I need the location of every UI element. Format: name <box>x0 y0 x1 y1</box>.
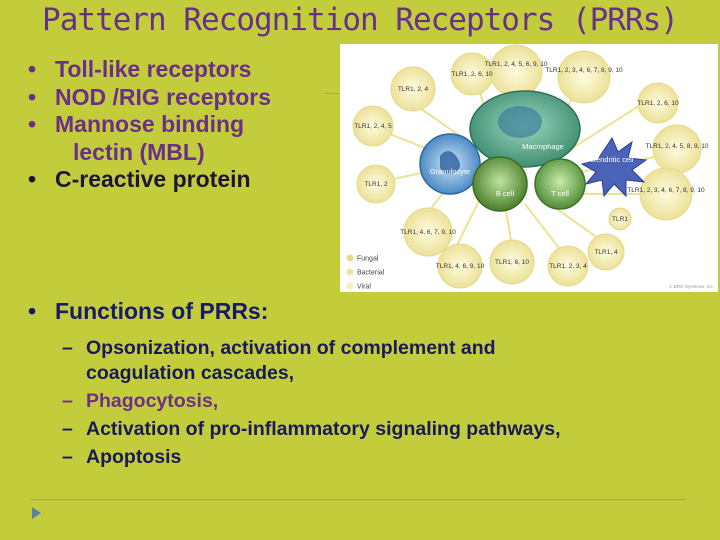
bullet-icon: • <box>28 56 37 82</box>
legend-swatch <box>346 268 354 276</box>
legend-label: Fungal <box>357 256 379 263</box>
dash-icon: – <box>62 337 73 359</box>
t-cell-shape <box>534 158 586 210</box>
functions-heading-text: Functions of PRRs: <box>55 298 269 324</box>
divider-line <box>30 499 685 500</box>
tlr-label: TLR1, 4, 6, 9, 10 <box>436 263 485 270</box>
legend-label: Bacterial <box>357 270 385 277</box>
tlr-label: TLR1, 2, 3, 4, 6, 7, 8, 9, 10 <box>545 67 623 74</box>
figure-copyright: © BRG Synthesis, Inc. <box>669 283 714 289</box>
sub-list-text: Activation of pro-inflammatory signaling… <box>86 418 561 440</box>
list-item-text: lectin (MBL) <box>73 138 205 165</box>
functions-list: –Opsonization, activation of complement … <box>62 337 561 471</box>
sub-list-item: –Activation of pro-inflammatory signalin… <box>62 415 561 443</box>
bullet-icon: • <box>28 111 37 137</box>
figure-cell-label: Granulocyte <box>430 167 470 176</box>
legend-swatch <box>346 282 354 290</box>
tlr-label: TLR1 <box>612 216 628 223</box>
tlr-label: TLR1, 2, 4, 5, 6, 9, 10 <box>485 61 548 68</box>
tlr-label: TLR1, 2, 6, 10 <box>451 71 493 78</box>
list-item-text: NOD /RIG receptors <box>55 83 271 110</box>
tlr-label: TLR1, 2 <box>364 181 388 188</box>
tlr-label: TLR1, 2, 4, 5 <box>354 123 392 130</box>
receptor-list: • Toll-like receptors • NOD /RIG receptors… <box>28 56 271 194</box>
tlr-label: TLR1, 4 <box>594 249 618 256</box>
tlr-label: TLR1, 2, 6, 10 <box>637 100 679 107</box>
bullet-icon: • <box>28 166 37 192</box>
dash-icon: – <box>62 418 73 440</box>
slide-title: Pattern Recognition Receptors (PRRs) <box>42 2 679 38</box>
list-item-continuation: lectin (MBL) <box>28 139 271 167</box>
dash-icon: – <box>62 390 73 412</box>
b-cell-shape <box>472 156 528 212</box>
dendritic-cell-shape <box>580 136 648 198</box>
sub-list-text: coagulation cascades, <box>86 362 295 384</box>
list-item: • Mannose binding <box>28 111 271 139</box>
sub-list-text: Apoptosis <box>86 446 182 468</box>
sub-list-text: Phagocytosis, <box>86 390 219 412</box>
list-item: • C-reactive protein <box>28 166 271 194</box>
sub-list-item: –Opsonization, activation of complement … <box>62 337 561 359</box>
dash-icon: – <box>62 446 73 468</box>
functions-heading: • Functions of PRRs: <box>28 298 268 325</box>
list-item: • Toll-like receptors <box>28 56 271 84</box>
tlr-label: TLR1, 2, 4, 5, 8, 9, 10 <box>646 143 709 150</box>
tlr-label: TLR1, 2, 3, 4, 6, 7, 8, 9, 10 <box>627 187 705 194</box>
list-item-text: Mannose binding <box>55 111 245 137</box>
legend-swatch <box>346 254 354 262</box>
list-item-text: C-reactive protein <box>55 166 251 192</box>
list-item: • NOD /RIG receptors <box>28 84 271 112</box>
tlr-label: TLR1, 2, 3, 4 <box>549 263 587 270</box>
tlr-cell-figure: Macrophage Dendritic cell Granulocyte B … <box>340 44 718 292</box>
figure-cell-label: T cell <box>551 189 569 198</box>
sub-list-text: Opsonization, activation of complement a… <box>86 337 496 359</box>
bullet-icon: • <box>28 83 37 110</box>
sub-list-item: –Phagocytosis, <box>62 387 561 415</box>
tlr-label: TLR1, 2, 4 <box>398 86 429 93</box>
legend-label: Viral <box>357 284 371 291</box>
figure-cell-label: Dendritic cell <box>591 155 634 164</box>
sub-list-item-continuation: coagulation cascades, <box>62 359 561 387</box>
figure-cell-label: Macrophage <box>522 142 564 151</box>
tlr-label: TLR1, 4, 6, 7, 9, 10 <box>400 229 456 236</box>
play-arrow-icon <box>32 507 41 519</box>
sub-list-item: –Apoptosis <box>62 443 561 471</box>
list-item-text: Toll-like receptors <box>55 56 252 82</box>
bullet-icon: • <box>28 298 37 324</box>
tlr-label: TLR1, 6, 10 <box>495 259 529 266</box>
figure-cell-label: B cell <box>496 189 515 198</box>
